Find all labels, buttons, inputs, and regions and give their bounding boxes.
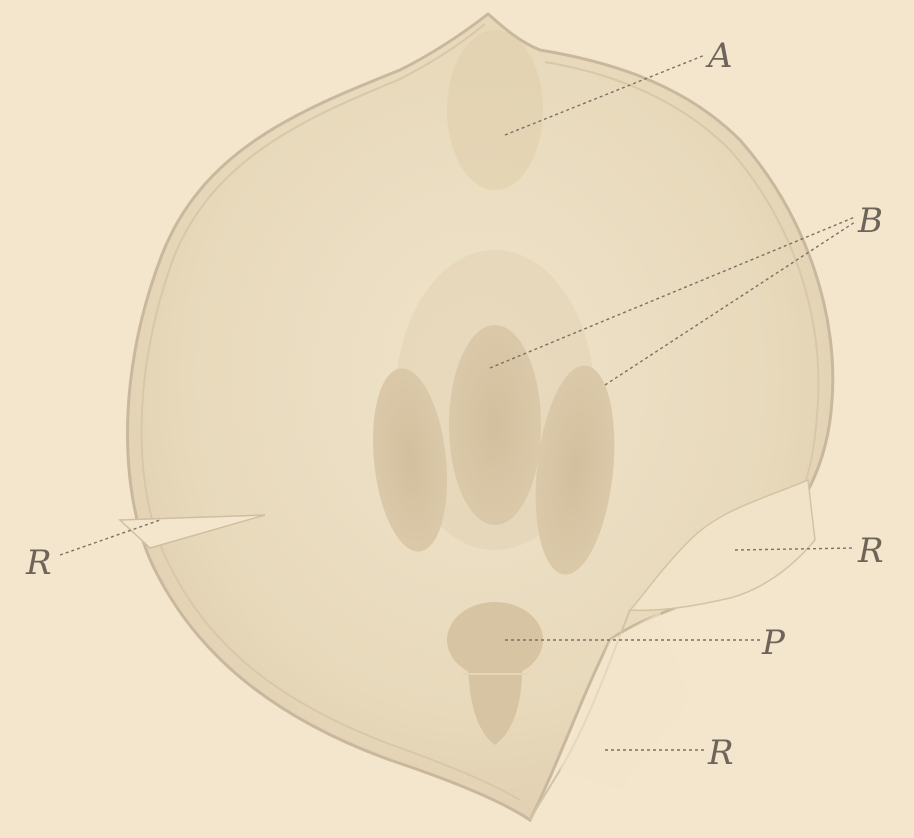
label-r-left: R (25, 543, 52, 583)
central-body (449, 325, 541, 525)
label-r-bottom: R (707, 733, 734, 773)
label-p: P (761, 623, 786, 663)
label-b: B (857, 201, 883, 241)
label-r-right: R (857, 531, 884, 571)
apical-region (447, 30, 543, 190)
p-body-head (447, 602, 543, 678)
label-a: A (705, 36, 733, 76)
